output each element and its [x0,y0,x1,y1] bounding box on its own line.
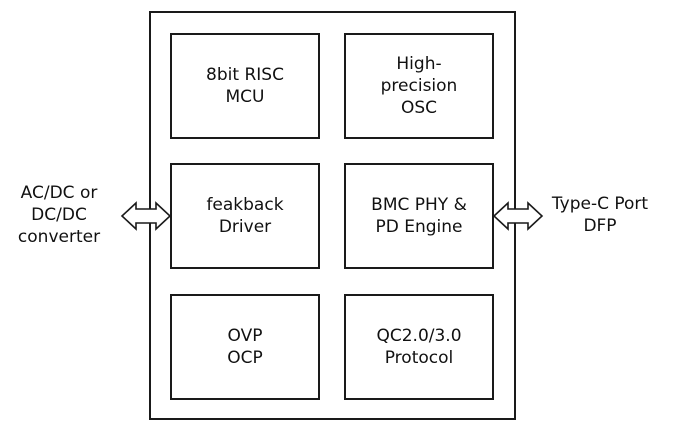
block-mcu: 8bit RISC MCU [170,33,320,139]
block-bmc-line-2: PD Engine [375,217,463,237]
block-ovp-line-1: OVP [227,326,263,346]
left-label-line-2: DC/DC [31,205,87,225]
block-bmc-line-1: BMC PHY & [371,195,467,215]
block-mcu-line-2: MCU [225,87,265,107]
block-qc: QC2.0/3.0 Protocol [344,294,494,400]
right-label: Type-C Port DFP [538,193,662,237]
right-double-arrow-icon [492,201,544,231]
block-bmc: BMC PHY & PD Engine [344,163,494,269]
block-driver-line-1: feakback [206,195,284,215]
block-ovp-line-2: OCP [227,348,263,368]
block-osc: High- precision OSC [344,33,494,139]
block-qc-line-1: QC2.0/3.0 [376,326,462,346]
block-ovp: OVP OCP [170,294,320,400]
left-label-line-3: converter [17,227,101,247]
block-driver: feakback Driver [170,163,320,269]
left-label: AC/DC or DC/DC converter [4,182,114,248]
left-label-line-1: AC/DC or [20,183,98,203]
block-osc-line-3: OSC [400,98,438,118]
block-osc-line-2: precision [380,76,458,96]
right-label-line-1: Type-C Port [551,194,649,214]
block-driver-line-2: Driver [218,217,272,237]
block-osc-line-1: High- [396,54,442,74]
right-label-line-2: DFP [583,216,617,236]
block-qc-line-2: Protocol [384,348,454,368]
left-double-arrow-icon [120,201,172,231]
block-mcu-line-1: 8bit RISC [206,65,284,85]
